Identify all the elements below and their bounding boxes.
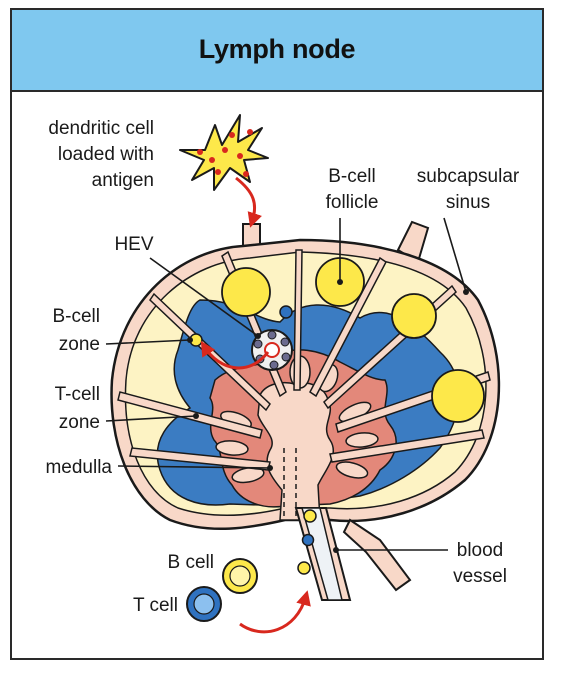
dendritic-migration-arrow bbox=[235, 176, 262, 228]
follicle bbox=[221, 267, 271, 317]
dendritic-label-line3: antigen bbox=[92, 170, 154, 191]
subcapsular-label-line1: subcapsular bbox=[417, 166, 520, 187]
b-zone-label-line1: B-cell bbox=[52, 306, 100, 327]
t-zone-label-line2: zone bbox=[59, 412, 100, 433]
t-cell-in-cortex bbox=[279, 305, 293, 319]
blood-vessel-label-line2: vessel bbox=[453, 566, 507, 587]
title-bar: Lymph node bbox=[12, 10, 542, 92]
t-zone-label-line1: T-cell bbox=[55, 384, 100, 405]
blood-vessel-label-line1: blood bbox=[457, 540, 504, 561]
b-zone-label-line2: zone bbox=[59, 334, 100, 355]
medulla-label: medulla bbox=[45, 457, 112, 478]
circulating-lymphocytes bbox=[297, 509, 317, 575]
b-cell-label: B cell bbox=[168, 552, 214, 573]
follicle bbox=[391, 293, 437, 339]
hev-exit-arrow bbox=[200, 340, 270, 370]
leader-lines bbox=[105, 217, 467, 551]
t-cell-icon bbox=[186, 586, 222, 622]
leader-dots bbox=[187, 279, 469, 553]
blood-vessel bbox=[294, 507, 412, 601]
follicle bbox=[431, 369, 485, 423]
recirculation-arrow bbox=[239, 590, 311, 634]
t-cell-label: T cell bbox=[133, 595, 178, 616]
b-follicle-label-line2: follicle bbox=[326, 192, 379, 213]
dendritic-label-line1: dendritic cell bbox=[48, 118, 154, 139]
b-follicle-label-line1: B-cell bbox=[328, 166, 376, 187]
figure-title: Lymph node bbox=[198, 34, 356, 64]
dendritic-label-line2: loaded with bbox=[58, 144, 154, 165]
subcapsular-label-line2: sinus bbox=[446, 192, 490, 213]
hev-label: HEV bbox=[114, 234, 153, 255]
b-cell-icon bbox=[222, 558, 258, 594]
dendritic-cell bbox=[179, 114, 269, 191]
